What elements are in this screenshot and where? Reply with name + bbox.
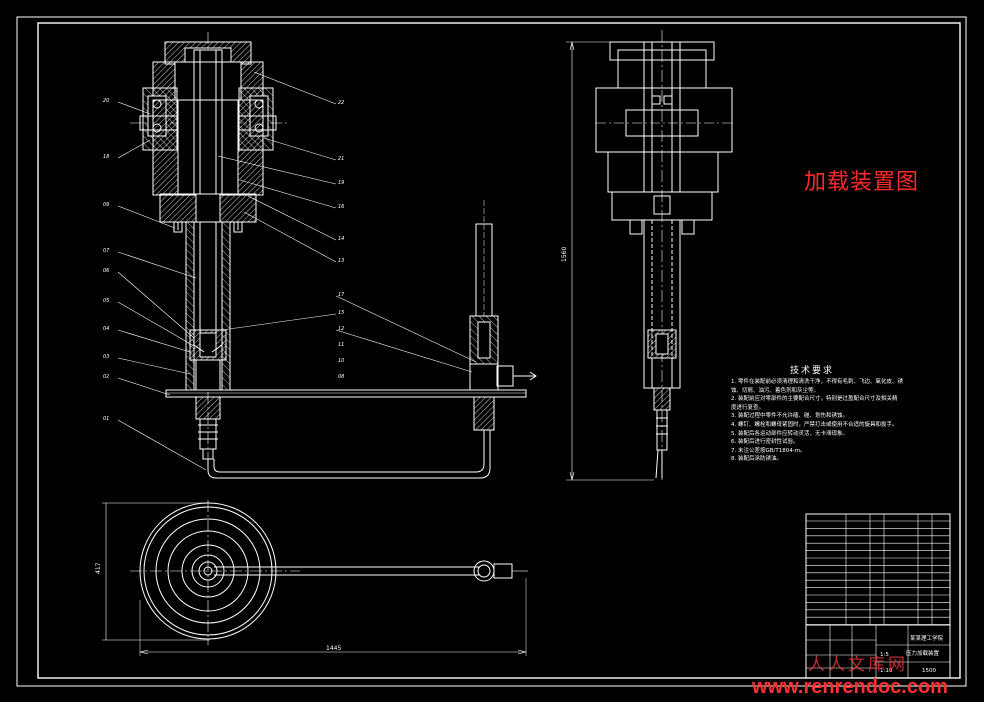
part-callouts: 20 18 09 07 06 05 04 03 02 01 22 21 19 1…	[103, 98, 345, 422]
tech-note: 4. 螺钉、螺栓和螺母紧固时，严禁打击或使用不合适的旋具和扳手。	[731, 421, 898, 428]
tech-note: 度进行复查。	[731, 404, 765, 411]
title-block-number: 1500	[922, 668, 936, 674]
callout-label: 11	[338, 342, 344, 348]
title-block-drawing-name: 压力加载装置	[906, 649, 940, 657]
callout-label: 05	[103, 298, 109, 304]
tech-requirements-notes: 1. 零件在装配前必须清理和清洗干净，不得有毛刺、飞边、氧化皮、锈 蚀、切屑、油…	[731, 378, 921, 464]
callout-label: 14	[338, 236, 344, 242]
callout-label: 15	[338, 310, 344, 316]
callout-label: 01	[103, 416, 109, 422]
title-block	[805, 513, 951, 679]
callout-label: 08	[338, 374, 344, 380]
callout-label: 18	[103, 154, 109, 160]
plan-height-dimension: 417	[95, 562, 102, 574]
tech-note: 3. 装配过程中零件不允许磕、碰、划伤和锈蚀。	[731, 413, 848, 420]
plan-width-dimension: 1445	[326, 645, 341, 652]
plan-view	[102, 500, 528, 656]
callout-label: 13	[338, 258, 344, 264]
title-block-scale: 1:5	[880, 652, 889, 658]
callout-label: 22	[338, 100, 344, 106]
main-section-view	[117, 32, 537, 479]
callout-label: 04	[103, 326, 109, 332]
watermark-url[interactable]: www.renrendoc.com	[752, 676, 948, 698]
tech-note: 8. 装配后涂防锈油。	[731, 456, 782, 463]
tech-requirements-heading: 技术要求	[790, 366, 835, 376]
outer-frame	[16, 16, 967, 687]
drawing-title: 加载装置图	[804, 170, 920, 195]
callout-label: 19	[338, 180, 344, 186]
callout-label: 06	[103, 268, 109, 274]
inner-frame	[37, 22, 961, 679]
tech-note: 6. 装配后进行密封性试验。	[731, 439, 799, 446]
tech-note: 1. 零件在装配前必须清理和清洗干净，不得有毛刺、飞边、氧化皮、锈	[731, 379, 903, 385]
callout-label: 10	[338, 358, 344, 364]
tech-note: 7. 未注公差按GB/T1804-m。	[731, 447, 806, 454]
callout-label: 12	[338, 326, 344, 332]
callout-label: 20	[103, 98, 109, 104]
watermark-chinese: 人人文库网	[808, 655, 908, 675]
side-height-dimension: 1560	[561, 247, 568, 262]
callout-label: 21	[338, 156, 344, 162]
callout-label: 16	[338, 204, 344, 210]
callout-label: 09	[103, 202, 109, 208]
callout-label: 03	[103, 354, 109, 360]
callout-label: 17	[338, 292, 345, 298]
side-view	[566, 30, 733, 481]
callout-label: 02	[103, 374, 109, 380]
tech-note: 5. 装配后各运动部件应转动灵活，无卡滞现象。	[731, 430, 848, 437]
tech-note: 蚀、切屑、油污、着色剂和灰尘等。	[731, 387, 820, 394]
title-block-text: 某某理工学院 压力加载装置 1:5 1:10 1500	[880, 634, 944, 674]
title-block-sheet: 1:10	[880, 668, 893, 674]
title-block-school: 某某理工学院	[910, 634, 944, 642]
tech-note: 2. 装配前应对零部件的主要配合尺寸，特别是过盈配合尺寸及相关精	[731, 396, 898, 403]
callout-label: 07	[103, 248, 110, 254]
